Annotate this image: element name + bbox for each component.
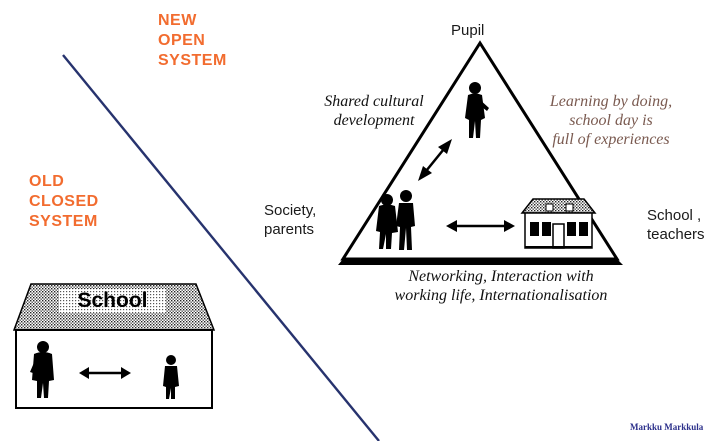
old-school-figure-left-icon [30, 341, 54, 398]
pupil-figure-icon [465, 82, 489, 138]
old-school-house [12, 283, 216, 409]
old-system-line: CLOSED [29, 193, 99, 210]
new-system-line: NEW [158, 12, 197, 29]
right-side-line: Learning by doing, [549, 93, 673, 110]
divider-line [62, 54, 380, 441]
society-parents-label: Society, parents [264, 201, 316, 239]
old-school-figure-right-icon [163, 355, 179, 399]
school-building-icon [520, 198, 597, 249]
right-side-line: school day is [569, 112, 653, 129]
society-line: parents [264, 221, 315, 238]
learning-by-doing-label: Learning by doing, school day is full of… [523, 92, 699, 149]
diagonal-double-arrow [418, 139, 452, 181]
author-credit: Markku Markkula [630, 422, 704, 432]
old-school-arrow [79, 367, 131, 379]
new-system-line: OPEN [158, 32, 206, 49]
bottom-side-line: Networking, Interaction with [408, 268, 594, 285]
horizontal-double-arrow-triangle [446, 220, 515, 232]
old-system-line: SYSTEM [29, 213, 98, 230]
left-side-line: development [333, 112, 415, 129]
networking-label: Networking, Interaction with working lif… [354, 267, 648, 305]
pupil-label: Pupil [451, 22, 485, 39]
society-line: Society, [264, 202, 317, 219]
shared-cultural-development-label: Shared cultural development [310, 92, 438, 130]
society-figures-icon [376, 190, 415, 250]
school-line: School , [647, 207, 702, 224]
left-side-line: Shared cultural [324, 93, 424, 110]
right-side-line: full of experiences [552, 131, 670, 148]
new-open-system-label: NEW OPEN SYSTEM [158, 11, 227, 71]
new-system-line: SYSTEM [158, 52, 227, 69]
old-school-sign: School [77, 289, 148, 312]
school-line: teachers [647, 226, 705, 243]
bottom-side-line: working life, Internationalisation [394, 287, 608, 304]
old-closed-system-label: OLD CLOSED SYSTEM [29, 172, 99, 232]
old-system-line: OLD [29, 173, 65, 190]
school-teachers-label: School , teachers [647, 206, 705, 244]
